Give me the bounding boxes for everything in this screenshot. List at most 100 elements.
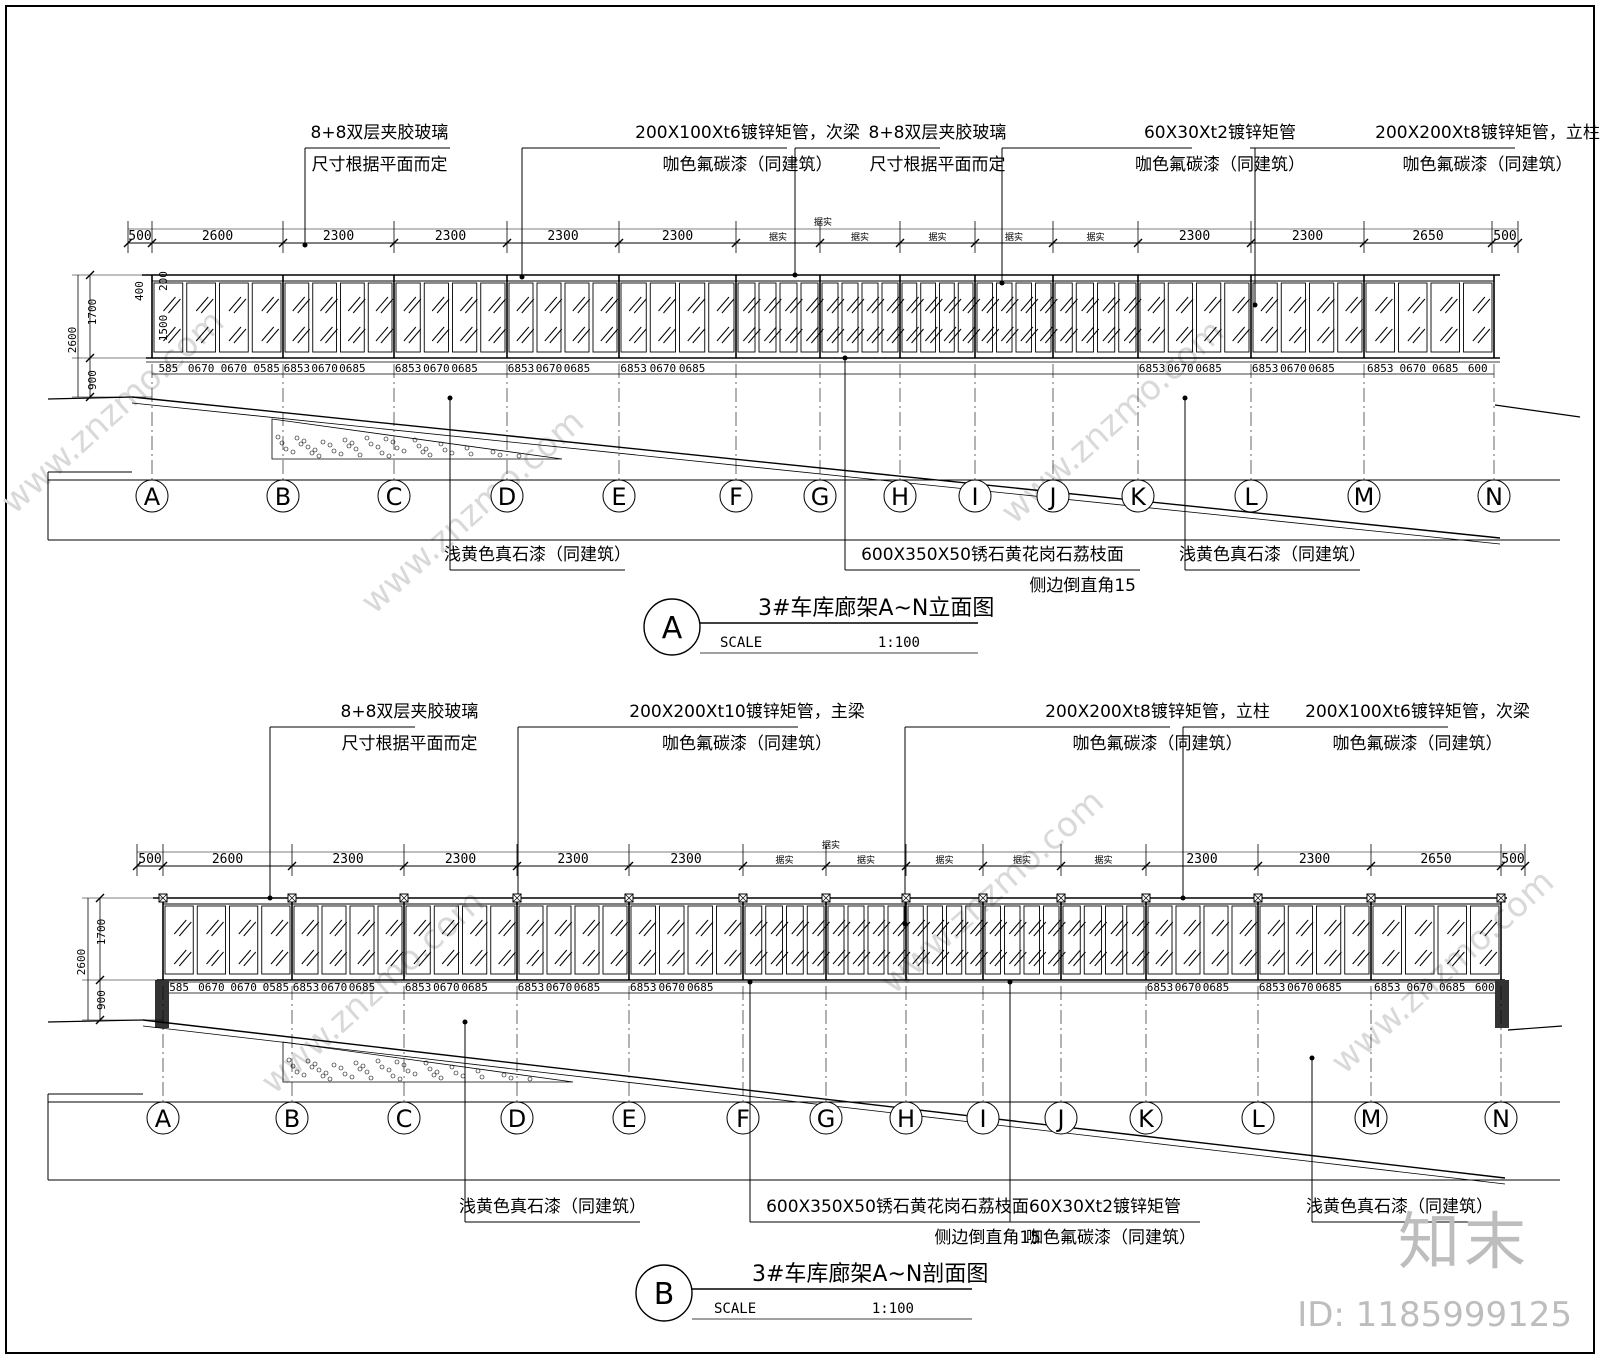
glass-panel (708, 282, 735, 353)
glass-glint (1272, 951, 1286, 967)
glass-glint (306, 951, 320, 967)
glass-glint (465, 298, 478, 314)
glass-glint (1272, 921, 1286, 937)
glass-panel (602, 905, 628, 975)
glass-panel (806, 905, 825, 975)
axis-bubble (958, 479, 992, 513)
axis-label: J (1047, 483, 1056, 511)
dimension-slash (147, 238, 157, 248)
glass-glint (948, 328, 962, 344)
watermark-site-text: www.znzmo.com (1323, 862, 1562, 1083)
glass-glint (362, 921, 376, 937)
glass-glint (1352, 919, 1366, 935)
glass-glint (582, 919, 596, 935)
glass-glint (1094, 951, 1108, 967)
glass-glint (1265, 328, 1279, 344)
glass-glint (292, 326, 306, 342)
gravel-dot (331, 1062, 337, 1068)
dimension-label: 据实 (928, 231, 946, 243)
column-cap-cross (978, 893, 988, 903)
panel-dimension-label: 0670 (423, 362, 450, 375)
glass-glint (770, 919, 784, 935)
glass-glint (763, 326, 777, 342)
note-top-line1: 200X200Xt10镀锌矩管，主梁 (629, 702, 865, 722)
gravel-dot (309, 450, 315, 456)
glass-glint (470, 949, 483, 965)
glass-glint (810, 328, 824, 344)
glass-glint (554, 949, 568, 965)
panel-dimension-label: 6853 (1259, 981, 1286, 994)
axis-label: C (386, 483, 403, 511)
note-bottom-line1: 600X350X50锈石黄花岗石荔枝面 (861, 545, 1124, 565)
panel-dimension-label: 0670 (1280, 362, 1307, 375)
glass-glint (866, 296, 880, 312)
glass-glint (347, 326, 361, 342)
glass-glint (1345, 326, 1359, 342)
glass-glint (667, 949, 680, 965)
glass-glint (163, 326, 176, 342)
glass-glint (1175, 326, 1189, 342)
glass-glint (301, 919, 315, 935)
glass-glint (1472, 296, 1486, 312)
column-cap-cross (1366, 893, 1376, 903)
gravel-dot (375, 444, 381, 450)
leader-dot (462, 1019, 468, 1025)
glass-glint (1094, 921, 1108, 937)
glass-glint (892, 949, 906, 965)
glass-glint (721, 328, 735, 344)
glass-glint (577, 298, 591, 314)
dimension-label: 2300 (332, 852, 363, 867)
column-cap-cross (1056, 893, 1066, 903)
panel-dimension-label: 0685 (574, 981, 601, 994)
glass-glint (1188, 921, 1202, 937)
glass-glint (672, 921, 685, 937)
dimension-slash (512, 861, 522, 871)
note-top-line2: 咖色氟碳漆（同建筑） (1403, 155, 1573, 175)
axis-bubble (1477, 479, 1511, 513)
glass-glint (610, 919, 624, 935)
glass-glint (1379, 328, 1393, 344)
glass-glint (692, 328, 706, 344)
dimension-slash (1359, 238, 1369, 248)
glass-glint (1329, 951, 1342, 967)
glass-glint (967, 328, 981, 344)
dimension-slash (502, 238, 512, 248)
glass-glint (173, 919, 187, 935)
axis-bubble (809, 1101, 843, 1135)
glass-glint (1081, 296, 1095, 312)
glass-panel (1372, 905, 1402, 975)
glass-glint (1204, 326, 1217, 342)
glass-glint (643, 921, 657, 937)
glass-glint (521, 328, 535, 344)
glass-glint (931, 919, 945, 935)
drawing-title: 3#车库廊架A~N剖面图 (752, 1262, 988, 1287)
gravel-dot (438, 1075, 444, 1081)
leader-dot (1182, 395, 1188, 401)
glass-glint (1073, 921, 1086, 937)
glass-glint (531, 951, 545, 967)
glass-glint (754, 921, 768, 937)
glass-glint (320, 296, 333, 312)
glass-glint (493, 328, 507, 344)
column-cap-cross (1496, 893, 1506, 903)
glass-glint (195, 296, 209, 312)
dimension-label: 2650 (1420, 852, 1451, 867)
glass-glint (1232, 296, 1246, 312)
gravel-dot (368, 441, 374, 447)
glass-glint (446, 921, 460, 937)
gravel-dot (464, 445, 470, 451)
title-marker-circle (635, 1264, 693, 1322)
glass-glint (233, 328, 247, 344)
gravel-dot (349, 1074, 355, 1080)
dimension-slash (1141, 861, 1151, 871)
glass-panel (1167, 282, 1193, 353)
glass-panel (1316, 905, 1342, 975)
glass-glint (805, 296, 819, 312)
glass-glint (488, 326, 502, 342)
glass-panel (536, 282, 562, 353)
vertical-dimension-label: 1700 (95, 919, 108, 946)
note-bottom-line2: 咖色氟碳漆（同建筑） (1026, 1228, 1196, 1248)
glass-glint (1155, 919, 1169, 935)
glass-glint (975, 921, 988, 937)
glass-glint (1136, 921, 1150, 937)
